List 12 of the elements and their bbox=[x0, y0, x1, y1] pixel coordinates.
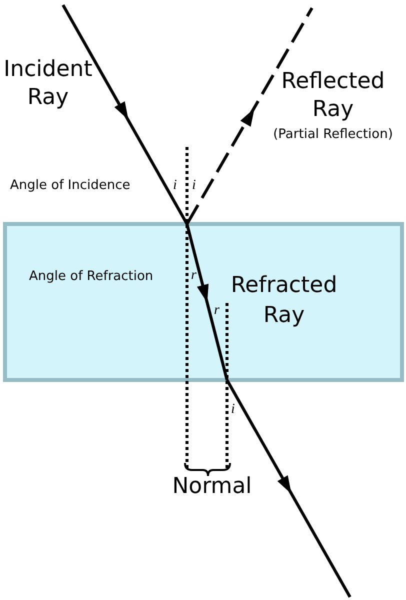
angle-symbol: r bbox=[214, 303, 220, 319]
note-label: (Partial Reflection) bbox=[272, 127, 394, 143]
angle-label: Angle of Incidence bbox=[10, 178, 132, 194]
angle-symbol: i bbox=[192, 178, 197, 194]
ray-label: Reflected Ray bbox=[280, 68, 386, 124]
angle-label: Angle of Refraction bbox=[29, 269, 154, 285]
ray-label: Refracted Ray bbox=[230, 272, 338, 330]
angle-symbol: r bbox=[191, 268, 198, 284]
ray-label: Incident Ray bbox=[2, 56, 94, 112]
angle-symbol: i bbox=[173, 178, 178, 194]
axis-label: Normal bbox=[171, 473, 253, 501]
angle-symbol: i bbox=[231, 402, 236, 418]
